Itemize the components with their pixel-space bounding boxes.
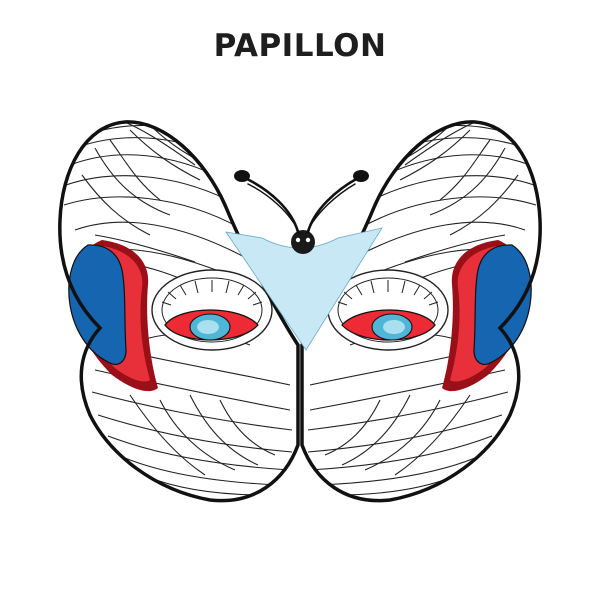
left-antenna-tip [234,170,250,182]
right-antenna-tip [353,170,369,182]
left-wing [58,120,300,503]
right-eyespot [327,269,449,351]
left-eyespot [151,269,273,351]
page-title: PAPILLON [213,28,387,64]
butterfly-head [291,230,315,254]
right-wing [300,120,542,503]
antenna [243,176,360,235]
